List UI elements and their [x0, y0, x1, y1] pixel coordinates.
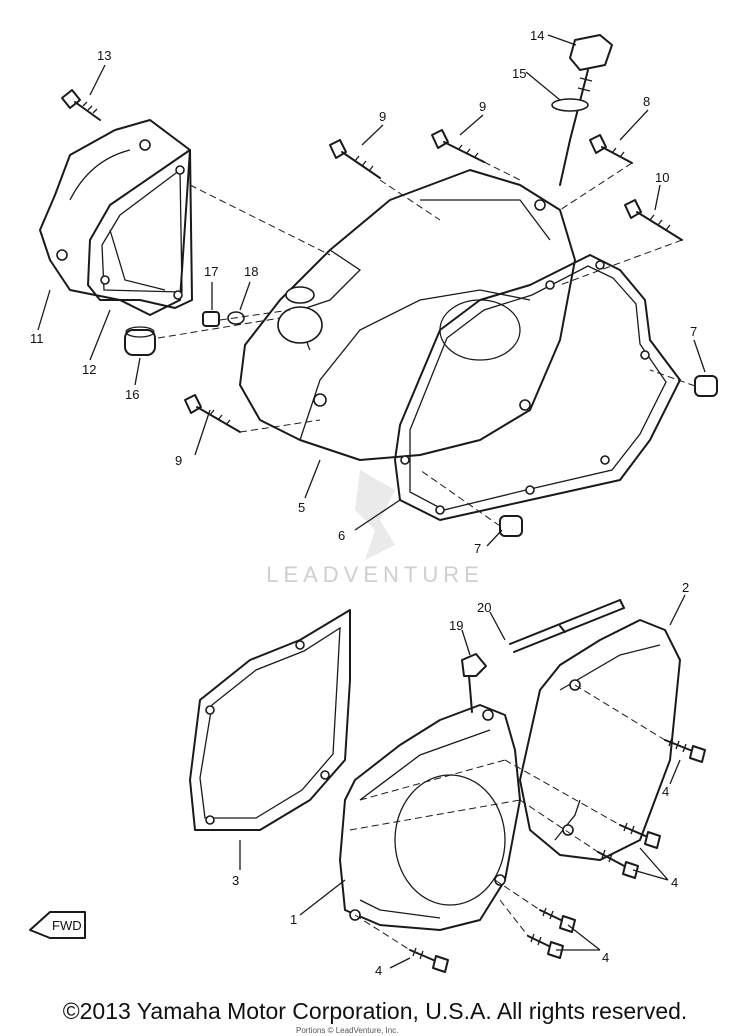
lower-leader-lines	[349, 684, 666, 951]
callout-5: 5	[298, 500, 305, 515]
copyright-notice: ©2013 Yamaha Motor Corporation, U.S.A. A…	[62, 998, 688, 1024]
callout-9b: 9	[479, 99, 486, 114]
part-13-screw	[61, 89, 101, 121]
watermark: LEADVENTURE	[266, 562, 484, 587]
part-20-hose	[509, 599, 625, 653]
part-16-plug	[124, 326, 156, 356]
callout-17: 17	[204, 264, 218, 279]
callout-9c: 9	[175, 453, 182, 468]
callout-14: 14	[530, 28, 544, 43]
part-6-gasket	[394, 254, 681, 521]
part-14-oil-filler-cap	[559, 34, 613, 186]
upper-leader-lines	[157, 161, 696, 527]
part-10-screw	[624, 199, 683, 241]
callout-1: 1	[290, 912, 297, 927]
callout-4a: 4	[662, 784, 669, 799]
leadventure-logo	[355, 470, 395, 560]
part-4-screw-f	[409, 947, 449, 973]
part-1-inner-cover	[339, 704, 521, 931]
callout-10: 10	[655, 170, 669, 185]
fwd-label: FWD	[52, 918, 82, 933]
part-4-screw-b	[619, 822, 661, 849]
callout-3: 3	[232, 873, 239, 888]
callout-18: 18	[244, 264, 258, 279]
part-19-fitting	[461, 653, 487, 713]
callout-2: 2	[682, 580, 689, 595]
part-9-screw-b	[431, 129, 485, 163]
fwd-arrow-icon: FWD	[29, 911, 86, 939]
callout-7a: 7	[690, 324, 697, 339]
callout-4d: 4	[375, 963, 382, 978]
callout-15: 15	[512, 66, 526, 81]
callout-7b: 7	[474, 541, 481, 556]
part-15-o-ring	[551, 98, 589, 112]
callout-4c: 4	[602, 950, 609, 965]
sub-copyright: Portions © LeadVenture, Inc.	[296, 1026, 399, 1035]
part-17-bolt	[202, 311, 220, 327]
callout-6: 6	[338, 528, 345, 543]
part-7-dowel-a	[694, 375, 718, 397]
callout-4b: 4	[671, 875, 678, 890]
callout-9a: 9	[379, 109, 386, 124]
callout-20: 20	[477, 600, 491, 615]
callout-13: 13	[97, 48, 111, 63]
part-4-screw-a	[664, 737, 706, 763]
part-11-cover	[39, 119, 191, 316]
part-12-gasket	[87, 149, 193, 309]
callout-19: 19	[449, 618, 463, 633]
part-4-screw-e	[527, 933, 564, 959]
part-3-gasket	[189, 609, 351, 831]
part-4-screw-d	[539, 907, 576, 933]
callout-8: 8	[643, 94, 650, 109]
part-9-screw-c	[184, 394, 241, 433]
part-2-outer-cover	[519, 619, 681, 861]
callout-12: 12	[82, 362, 96, 377]
callout-11: 11	[30, 331, 44, 346]
part-9-screw-a	[329, 139, 381, 179]
part-4-screw-c	[597, 849, 639, 879]
callout-16: 16	[125, 387, 139, 402]
callouts	[37, 34, 706, 969]
part-8-screw	[589, 134, 633, 164]
part-5-crankcase-cover	[239, 169, 576, 461]
part-7-dowel-b	[499, 515, 523, 537]
